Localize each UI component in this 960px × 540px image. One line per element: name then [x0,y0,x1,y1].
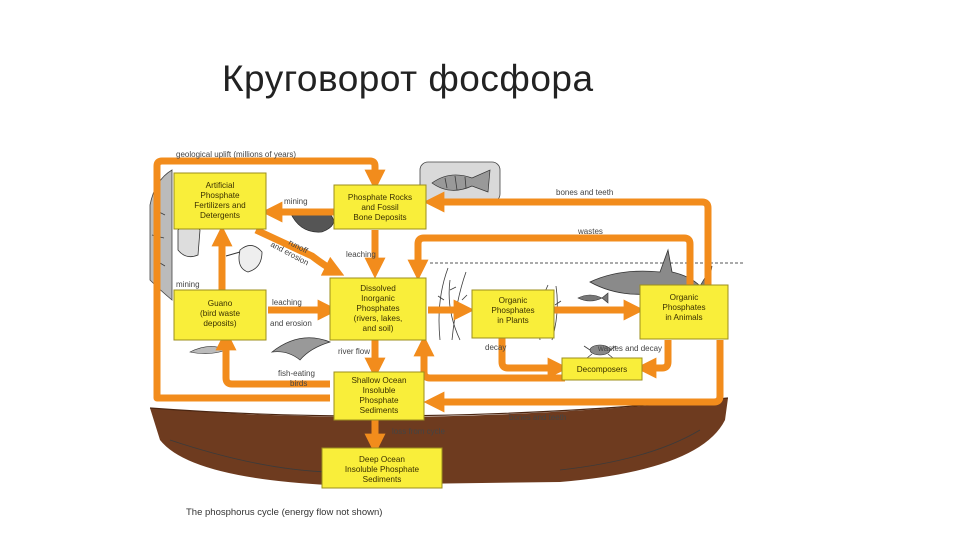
bird-icon [189,337,332,361]
arrow-fish-eating-birds [215,329,330,388]
pelican-icon [177,224,263,273]
flow-arrows [153,157,724,455]
label-uplift: geological uplift (millions of years) [176,150,296,159]
slide-title: Круговорот фосфора [222,58,594,99]
svg-text:Decomposers: Decomposers [577,365,628,374]
flow-labels: geological uplift (millions of years) bo… [176,150,662,436]
fish-icon [577,292,609,304]
arrow-wastes [407,234,694,286]
label-decay: decay [485,343,506,352]
soil-texture [169,429,701,473]
label-mining-top: mining [284,197,308,206]
label-loss-from-cycle: loss from cycle [392,427,445,436]
fish-fossil-icon [419,161,501,203]
arrow-geological-uplift [153,157,386,402]
arrow-bones-teeth-top [423,191,712,286]
arrow-bones-teeth-bottom [423,340,724,413]
label-mining-left: mining [176,280,200,289]
soil-band [150,398,728,485]
label-river-flow: river flow [338,347,370,356]
label-and-erosion-2: and erosion [270,319,312,328]
label-bones-teeth-bottom: bones and teeth [509,413,566,422]
label-wastes: wastes [577,227,603,236]
arrow-wastes-decay [635,340,672,379]
node-decomposers: Decomposers [561,357,643,381]
label-fish-eating: fish-eating [278,369,315,378]
crab-icon [583,344,617,359]
arrow-runoff-erosion [254,226,345,276]
arrow-decay [498,338,569,379]
arrow-decomposers-dissolved [413,335,565,382]
label-bones-teeth-top: bones and teeth [556,188,613,197]
label-birds: birds [290,379,307,388]
label-leaching-2: leaching [272,298,302,307]
label-wastes-decay: wastes and decay [597,344,662,353]
figure-caption: The phosphorus cycle (energy flow not sh… [186,507,383,518]
label-leaching-1: leaching [346,250,376,259]
